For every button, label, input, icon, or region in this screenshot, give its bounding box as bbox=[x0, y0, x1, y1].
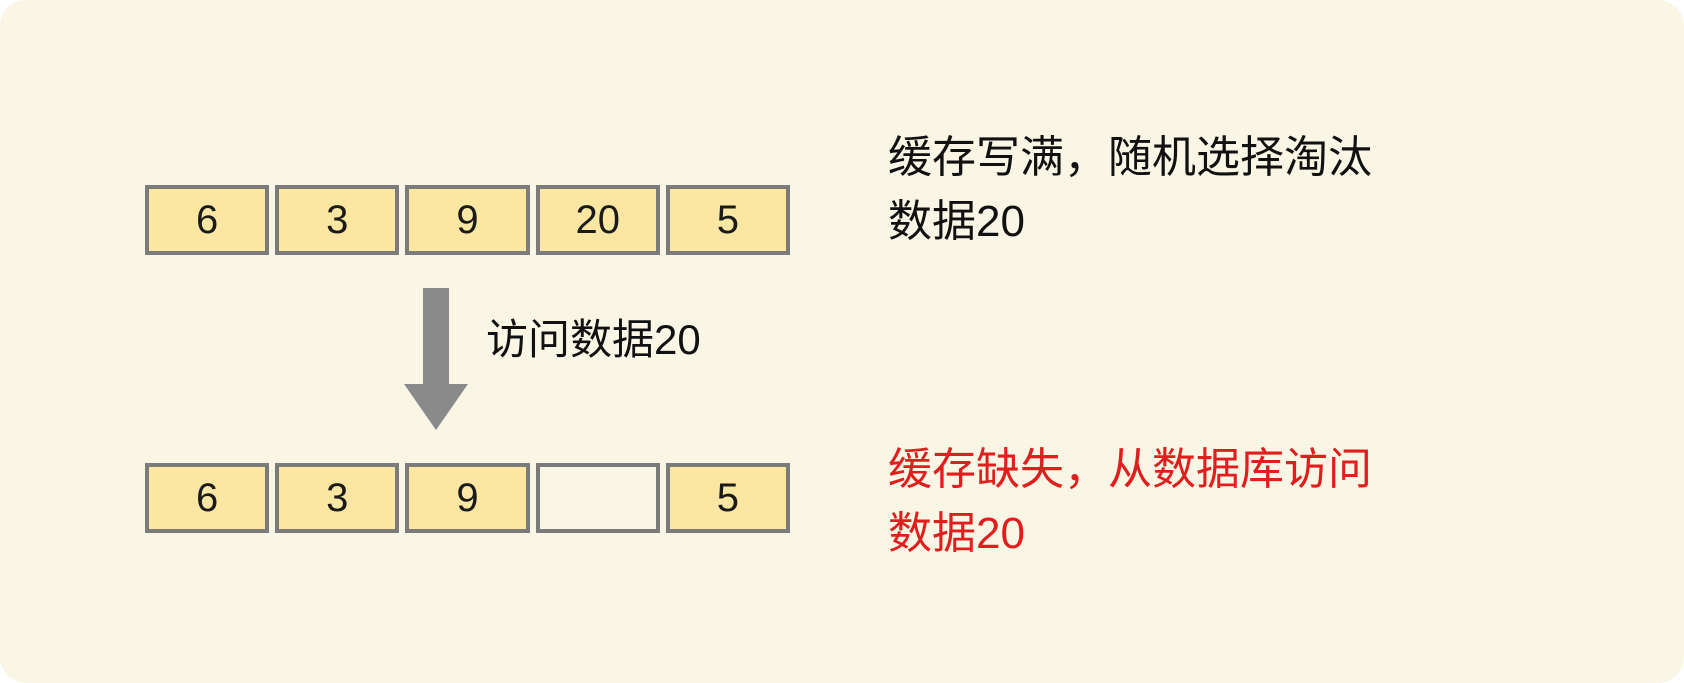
array-cell: 6 bbox=[145, 463, 270, 533]
cache-array-after: 6 3 9 5 bbox=[145, 463, 791, 533]
array-cell: 5 bbox=[665, 185, 791, 255]
note-line: 数据20 bbox=[888, 508, 1025, 558]
array-cell: 3 bbox=[275, 463, 400, 533]
note-cache-full: 缓存写满，随机选择淘汰 数据20 bbox=[888, 126, 1488, 254]
array-cell: 9 bbox=[405, 463, 530, 533]
array-cell: 6 bbox=[145, 185, 270, 255]
array-cell: 9 bbox=[405, 185, 530, 255]
array-cell: 20 bbox=[535, 185, 660, 255]
note-line: 数据20 bbox=[888, 196, 1025, 246]
down-arrow-icon bbox=[404, 288, 468, 430]
array-cell-empty bbox=[535, 463, 660, 533]
cache-array-before: 6 3 9 20 5 bbox=[145, 185, 791, 255]
arrow-shaft bbox=[423, 288, 449, 384]
note-line: 缓存缺失，从数据库访问 bbox=[888, 445, 1372, 494]
note-cache-miss: 缓存缺失，从数据库访问 数据20 bbox=[888, 438, 1488, 566]
note-line: 缓存写满，随机选择淘汰 bbox=[888, 133, 1372, 182]
arrow-head bbox=[404, 384, 468, 430]
array-cell: 3 bbox=[275, 185, 400, 255]
arrow-label: 访问数据20 bbox=[486, 316, 701, 363]
array-cell: 5 bbox=[665, 463, 791, 533]
